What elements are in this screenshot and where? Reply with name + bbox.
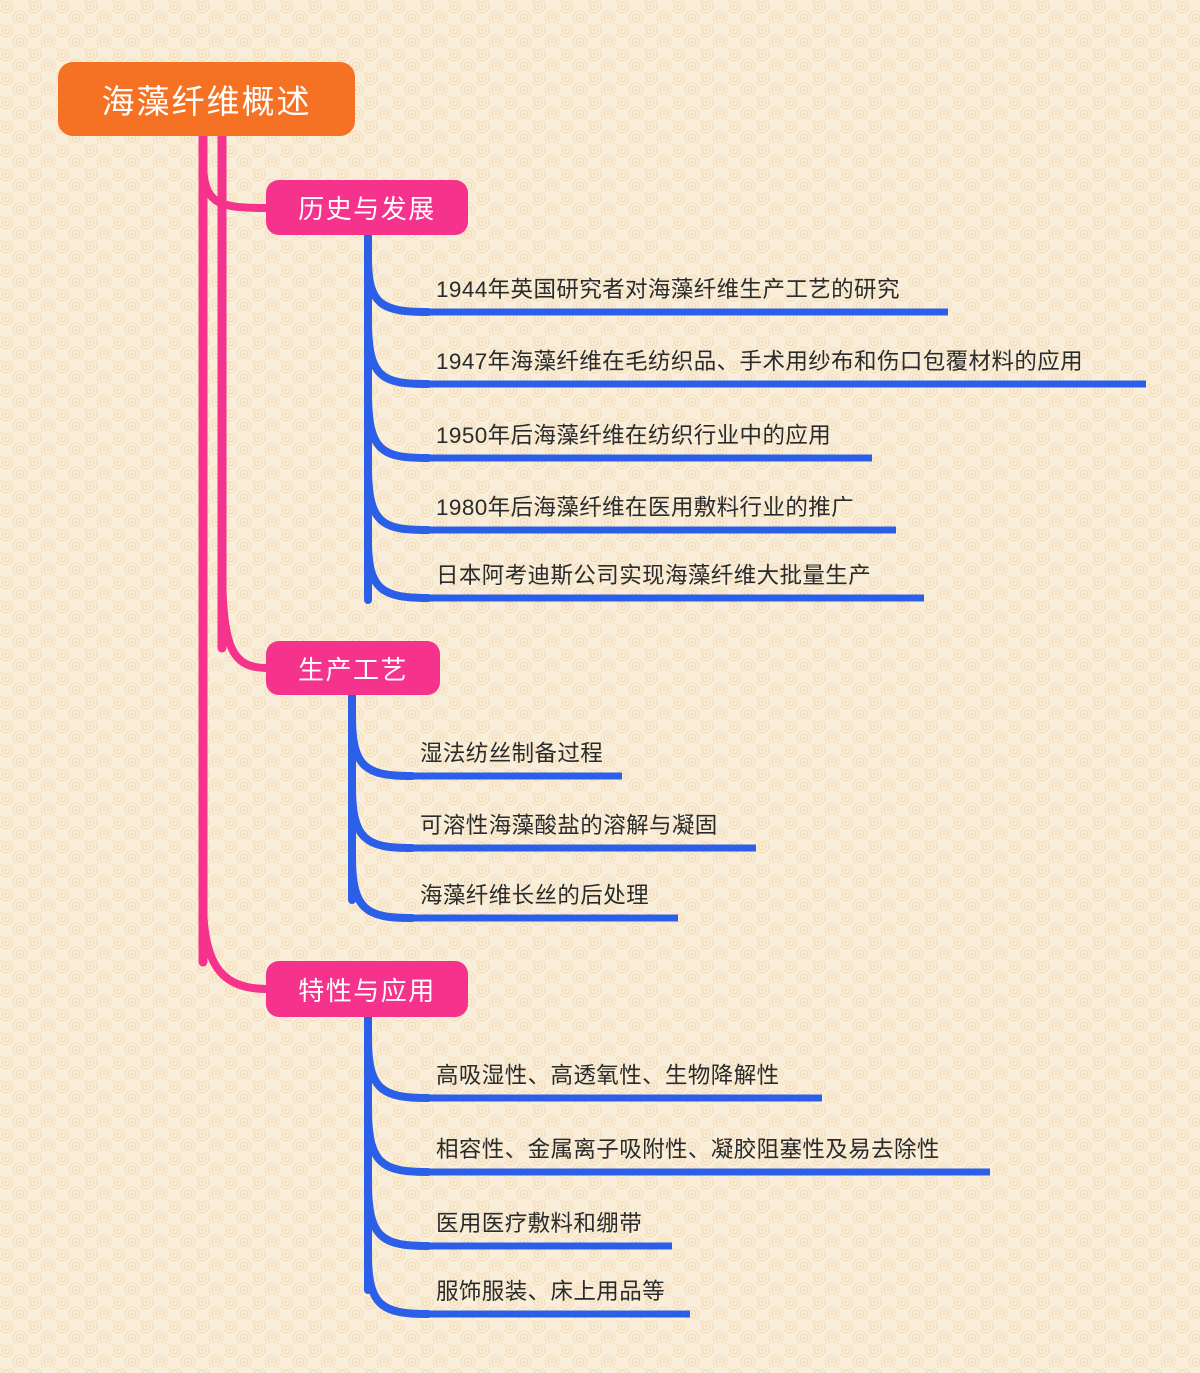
section-2-connectors — [364, 1013, 432, 1318]
section-2-leaf-line-0 — [364, 1034, 432, 1102]
section-2-leaf-line-2 — [364, 1178, 432, 1250]
leaf-node[interactable]: 1950年后海藻纤维在纺织行业中的应用 — [436, 423, 832, 448]
section-0-leaf-line-0 — [364, 254, 432, 316]
section-0-leaf-line-1 — [364, 316, 432, 388]
leaf-node[interactable]: 海藻纤维长丝的后处理 — [420, 883, 650, 908]
leaf-node[interactable]: 湿法纺丝制备过程 — [420, 741, 604, 766]
section-1-leaf-line-0 — [348, 712, 416, 780]
leaf-node[interactable]: 可溶性海藻酸盐的溶解与凝固 — [420, 813, 718, 838]
root-node-label: 海藻纤维概述 — [101, 83, 312, 120]
section-1-leaf-line-1 — [348, 782, 416, 852]
root-branch-curves — [199, 156, 272, 993]
leaf-node[interactable]: 服饰服装、床上用品等 — [436, 1279, 666, 1304]
section-2-underlines — [426, 1094, 990, 1318]
leaf-node[interactable]: 相容性、金属离子吸附性、凝胶阻塞性及易去除性 — [436, 1137, 940, 1162]
root-branch-to-topic-1 — [218, 556, 272, 672]
section-0-underlines — [426, 308, 1146, 602]
root-branch-to-topic-2 — [199, 896, 272, 993]
section-2-leaf-line-1 — [364, 1104, 432, 1176]
section-0-leaf-line-2 — [364, 388, 432, 462]
section-2-leaf-line-3 — [364, 1250, 432, 1318]
root-node[interactable]: 海藻纤维概述 — [58, 62, 355, 136]
root-branch-to-topic-0 — [199, 156, 272, 212]
leaf-node[interactable]: 1980年后海藻纤维在医用敷料行业的推广 — [436, 495, 855, 520]
leaf-node[interactable]: 1947年海藻纤维在毛纺织品、手术用纱布和伤口包覆材料的应用 — [436, 349, 1084, 374]
section-0-leaf-line-3 — [364, 462, 432, 534]
topic-node-history[interactable]: 历史与发展 — [266, 180, 468, 235]
leaf-node[interactable]: 医用医疗敷料和绷带 — [436, 1211, 643, 1236]
leaf-node[interactable]: 高吸湿性、高透氧性、生物降解性 — [436, 1063, 780, 1088]
leaf-node[interactable]: 1944年英国研究者对海藻纤维生产工艺的研究 — [436, 277, 900, 302]
section-1-underlines — [410, 772, 756, 922]
leaf-node[interactable]: 日本阿考迪斯公司实现海藻纤维大批量生产 — [436, 563, 872, 588]
section-1-connectors — [348, 691, 416, 922]
section-1-leaf-line-2 — [348, 852, 416, 922]
topic-node-production[interactable]: 生产工艺 — [266, 641, 440, 695]
section-0-connectors — [364, 232, 432, 604]
root-trunk-group — [198, 131, 227, 967]
section-0-leaf-line-4 — [364, 536, 432, 602]
topic-node-properties[interactable]: 特性与应用 — [266, 961, 468, 1017]
topic-node-label: 特性与应用 — [298, 975, 436, 1006]
topic-node-label: 历史与发展 — [298, 194, 436, 224]
topic-node-label: 生产工艺 — [297, 654, 408, 685]
